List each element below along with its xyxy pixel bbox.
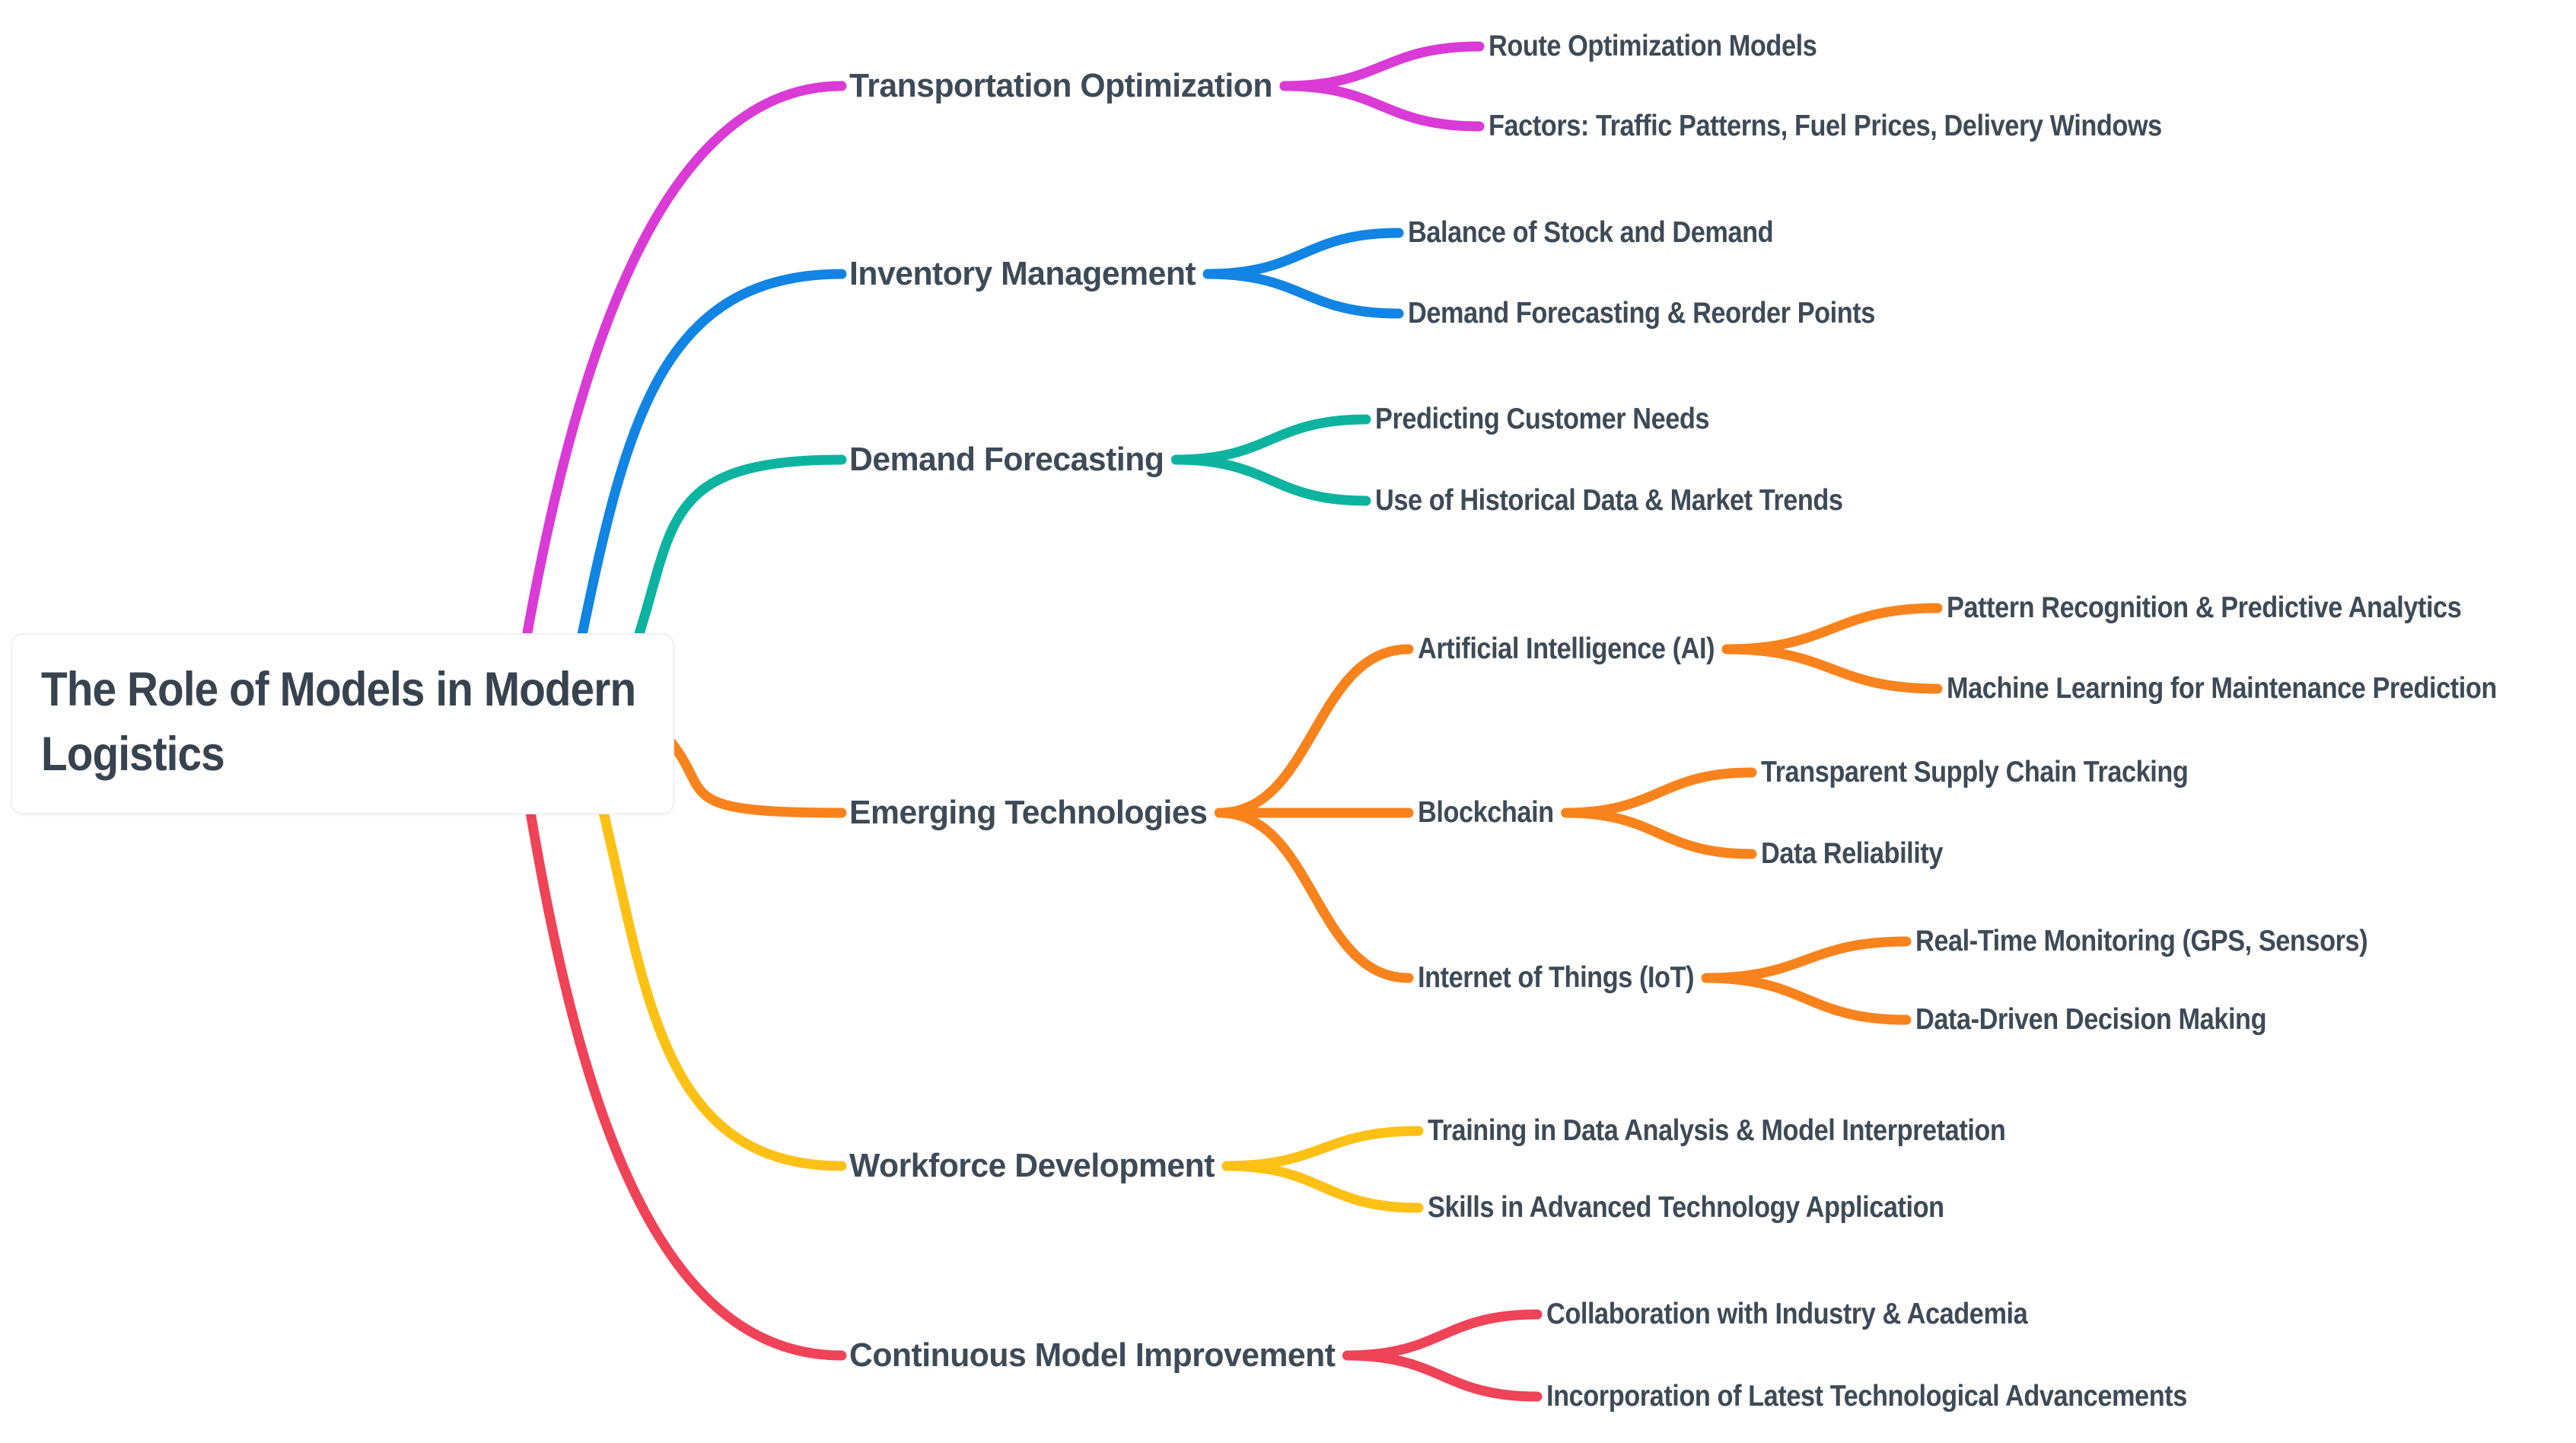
node-label-skills-advanced-technology-application[interactable]: Skills in Advanced Technology Applicatio… [1428, 1191, 1944, 1224]
node-label-incorporation-latest-technological-advancements[interactable]: Incorporation of Latest Technological Ad… [1546, 1380, 2187, 1413]
node-label-historical-data-market-trends[interactable]: Use of Historical Data & Market Trends [1375, 484, 1843, 517]
mindmap-link [1561, 767, 1757, 818]
node-label-balance-of-stock-and-demand[interactable]: Balance of Stock and Demand [1408, 216, 1774, 249]
node-label-data-reliability[interactable]: Data Reliability [1761, 837, 1944, 870]
mindmap-link [575, 269, 847, 651]
mindmap-link [1701, 973, 1912, 1025]
mindmap-link [1170, 454, 1371, 506]
node-label-internet-of-things[interactable]: Internet of Things (IoT) [1418, 961, 1695, 994]
mindmap-link [1279, 41, 1485, 91]
mindmap-link [1279, 81, 1485, 132]
mindmap-link [1170, 414, 1371, 465]
node-label-data-driven-decision-making[interactable]: Data-Driven Decision Making [1915, 1003, 2267, 1036]
node-label-blockchain[interactable]: Blockchain [1418, 796, 1554, 829]
node-label-machine-learning-maintenance-prediction[interactable]: Machine Learning for Maintenance Predict… [1947, 672, 2497, 705]
root-node-card[interactable]: The Role of Models in Modern Logistics [11, 633, 674, 814]
mindmap-link [524, 798, 847, 1361]
node-label-collaboration-industry-academia[interactable]: Collaboration with Industry & Academia [1546, 1298, 2028, 1330]
mindmap-link [1561, 808, 1757, 859]
mindmap-link [1202, 269, 1404, 319]
node-label-transportation-optimization[interactable]: Transportation Optimization [849, 67, 1272, 104]
node-label-pattern-recognition-predictive-analytics[interactable]: Pattern Recognition & Predictive Analyti… [1947, 591, 2462, 624]
node-label-transparent-supply-chain-tracking[interactable]: Transparent Supply Chain Tracking [1761, 756, 2189, 788]
mindmap-link [1721, 603, 1943, 655]
mindmap-link [1202, 228, 1404, 279]
node-label-predicting-customer-needs[interactable]: Predicting Customer Needs [1375, 403, 1710, 435]
mindmap-link [520, 81, 847, 651]
mindmap-link [1342, 1309, 1543, 1361]
node-label-demand-forecasting[interactable]: Demand Forecasting [849, 441, 1164, 478]
node-label-artificial-intelligence[interactable]: Artificial Intelligence (AI) [1418, 632, 1715, 665]
mindmap-link [596, 798, 847, 1171]
mindmap-link [1342, 1350, 1543, 1402]
mindmap-link [1214, 808, 1414, 983]
mindmap-link [1214, 644, 1414, 818]
node-label-real-time-monitoring-gps-sensors[interactable]: Real-Time Monitoring (GPS, Sensors) [1915, 925, 2368, 957]
node-label-emerging-technologies[interactable]: Emerging Technologies [849, 794, 1208, 831]
mindmap-link [630, 454, 847, 651]
node-label-factors-traffic-fuel-delivery[interactable]: Factors: Traffic Patterns, Fuel Prices, … [1489, 110, 2162, 142]
root-title-line-2: Logistics [41, 728, 225, 781]
root-title: The Role of Models in Modern Logistics [41, 658, 636, 787]
node-label-continuous-model-improvement[interactable]: Continuous Model Improvement [849, 1336, 1336, 1374]
mindmap-link [1701, 936, 1912, 983]
root-title-line-1: The Role of Models in Modern [41, 663, 636, 716]
node-label-inventory-management[interactable]: Inventory Management [849, 255, 1196, 292]
mindmap-link [1721, 644, 1943, 694]
mindmap-link [657, 727, 847, 818]
mindmap-link [1221, 1161, 1424, 1213]
node-label-demand-forecasting-reorder-points[interactable]: Demand Forecasting & Reorder Points [1408, 297, 1875, 330]
node-label-route-optimization-models[interactable]: Route Optimization Models [1489, 30, 1817, 62]
node-label-workforce-development[interactable]: Workforce Development [849, 1147, 1215, 1184]
node-label-training-data-analysis-model-interpretation[interactable]: Training in Data Analysis & Model Interp… [1428, 1114, 2006, 1147]
mindmap-link [1221, 1126, 1424, 1171]
